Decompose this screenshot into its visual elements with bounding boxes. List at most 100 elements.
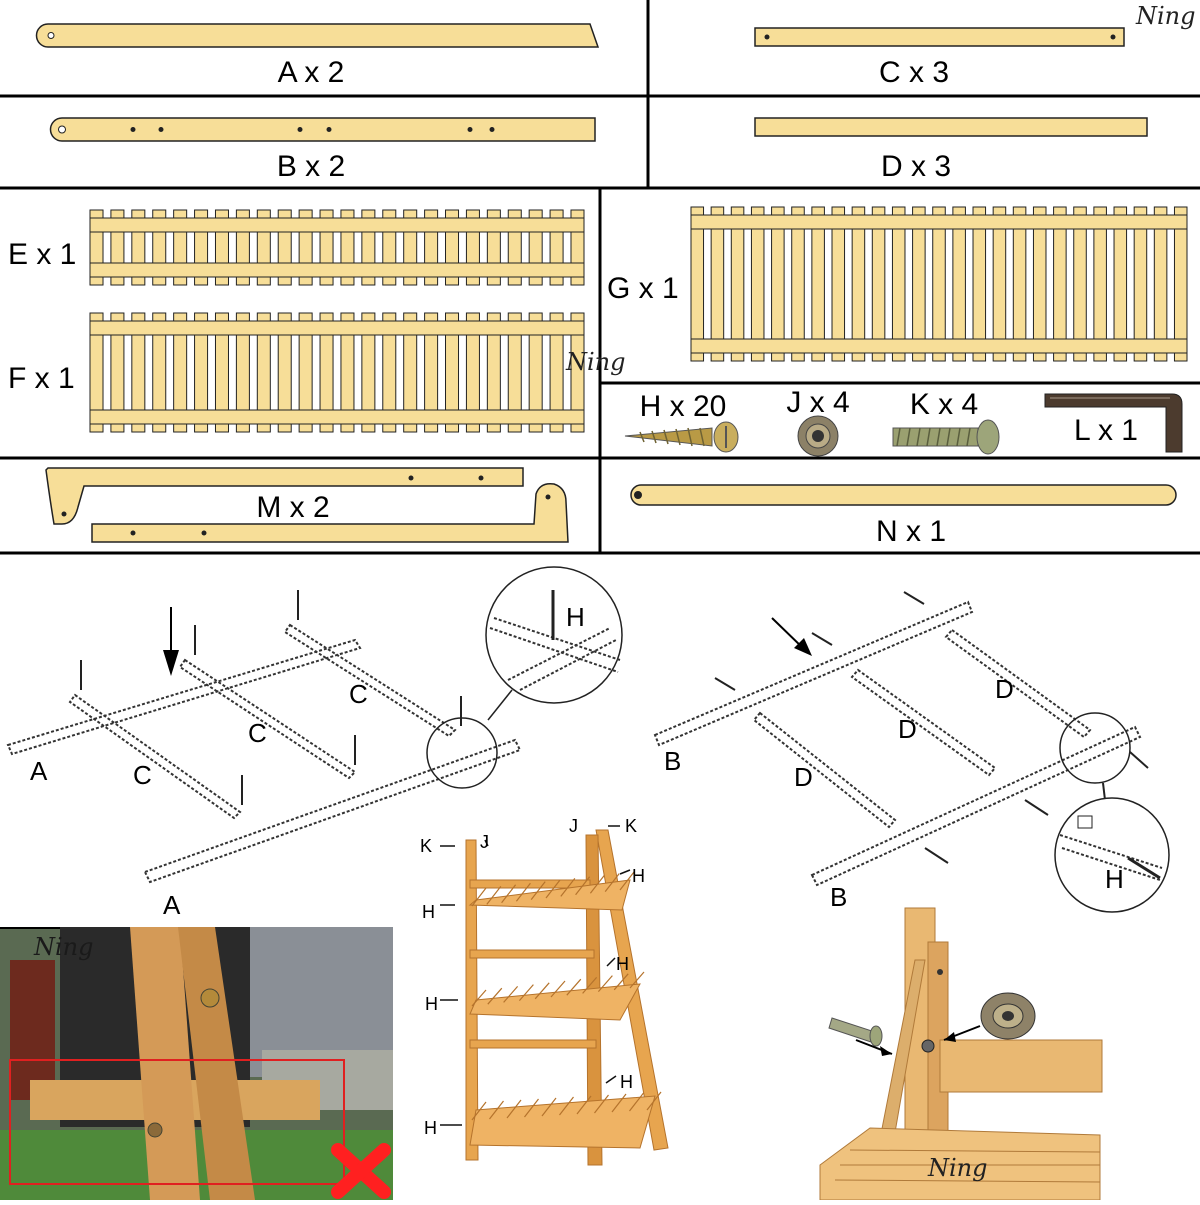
step1-label-c: C [248, 718, 267, 748]
step2-label-b: B [830, 882, 847, 912]
part-c-label: C x 3 [879, 56, 949, 89]
slat [1032, 206, 1047, 362]
shelf-slat [530, 881, 546, 900]
slat [1012, 206, 1027, 362]
wood-screw-icon [624, 421, 739, 453]
shelf-slat [629, 1092, 644, 1112]
slat [1153, 206, 1168, 362]
slat [570, 312, 585, 433]
slat [340, 312, 355, 433]
step2-ladder-diagram: H B B D D D [653, 591, 1170, 913]
shelf-slat [501, 884, 517, 904]
shelf-slat [524, 1098, 539, 1118]
overview-label-h: H [616, 954, 629, 974]
part-k-label: K x 4 [910, 388, 978, 421]
shelf-slat [582, 977, 598, 994]
shelf-slat [489, 1100, 504, 1120]
shelf-slat [646, 1091, 662, 1111]
overview-label-k: K [420, 836, 432, 856]
slat [131, 312, 146, 433]
shelf-slat [560, 878, 576, 897]
slat [791, 206, 805, 362]
shelf-slat [594, 1094, 609, 1114]
part-m-label: M x 2 [256, 491, 329, 524]
shelf-slat [604, 873, 620, 892]
shelf-panel-g: G x 1 [607, 206, 1188, 362]
slat [382, 312, 397, 433]
slat [403, 312, 418, 433]
slat [811, 206, 825, 362]
slat [690, 206, 705, 362]
slat [730, 206, 745, 362]
shelf-panel-f: F x 1 Ning [8, 312, 626, 433]
wrong-installation-photo: Ning [0, 927, 393, 1200]
allen-key-icon [1044, 393, 1183, 453]
overview-label-j: J [569, 816, 578, 836]
shelf-slat [619, 871, 635, 891]
slat [173, 312, 188, 433]
part-l-label: L x 1 [1074, 414, 1138, 447]
slat [891, 206, 906, 362]
shelf-slat [550, 980, 566, 998]
shelf-slat [506, 1099, 522, 1119]
step1-label-a: A [163, 890, 181, 920]
slat [1093, 206, 1107, 362]
rail [690, 214, 1188, 230]
slat [1133, 206, 1148, 362]
slat [831, 206, 846, 362]
shelf-slat [534, 982, 550, 1000]
bolt-detail-photo: Ning [819, 907, 1103, 1201]
shelf-panel-e: E x 1 [8, 209, 585, 286]
rail [690, 338, 1188, 354]
slat [214, 312, 229, 433]
step1-label-a: A [30, 756, 48, 786]
shelf-slat [576, 1095, 592, 1115]
bolt-icon [892, 419, 1000, 455]
overview-label-j: J [480, 832, 489, 852]
arrow-icon [163, 607, 179, 676]
part-c: C x 3 Ning [754, 2, 1196, 89]
step2-label-d: D [794, 762, 813, 792]
step2-label-d: D [898, 714, 917, 744]
part-m: M x 2 [45, 467, 569, 543]
slat [424, 312, 439, 433]
assembled-shelf-overview: K J J K H H H H H H [420, 816, 669, 1166]
bolt-icon [828, 1017, 883, 1047]
slat [912, 206, 926, 362]
hardware-row: H x 20 J x 4 K x 4 L x 1 [624, 386, 1183, 457]
step1-label-c: C [349, 679, 368, 709]
rail [89, 217, 585, 233]
rail [89, 262, 585, 278]
shelf-slat [503, 986, 519, 1003]
part-j-label: J x 4 [786, 386, 849, 419]
slat [771, 206, 785, 362]
barrel-nut-icon [797, 415, 839, 457]
slat [89, 312, 104, 433]
slat [710, 206, 725, 362]
red-x-icon [331, 1143, 391, 1199]
slat [445, 312, 460, 433]
overview-label-h: H [424, 1118, 437, 1138]
slat [277, 312, 292, 433]
part-f-label: F x 1 [8, 362, 75, 395]
step2-label-h: H [1105, 864, 1124, 894]
slat [507, 312, 522, 433]
shelf-slat [613, 973, 629, 991]
shelf-slat [545, 879, 561, 899]
overview-label-h: H [422, 902, 435, 922]
parts-grid-lines [0, 0, 1200, 555]
slat [528, 312, 543, 433]
slat [298, 312, 313, 433]
detail-zoom-h: H [485, 566, 623, 704]
slat [1053, 206, 1067, 362]
step1-label-c: C [133, 760, 152, 790]
overview-label-k: K [625, 816, 637, 836]
overview-label-h: H [632, 866, 645, 886]
part-d: D x 3 [754, 117, 1148, 183]
slat [932, 206, 946, 362]
slat [549, 312, 564, 433]
slat [992, 206, 1007, 362]
part-e-label: E x 1 [8, 238, 76, 271]
part-a: A x 2 [35, 23, 600, 89]
slat [361, 312, 376, 433]
